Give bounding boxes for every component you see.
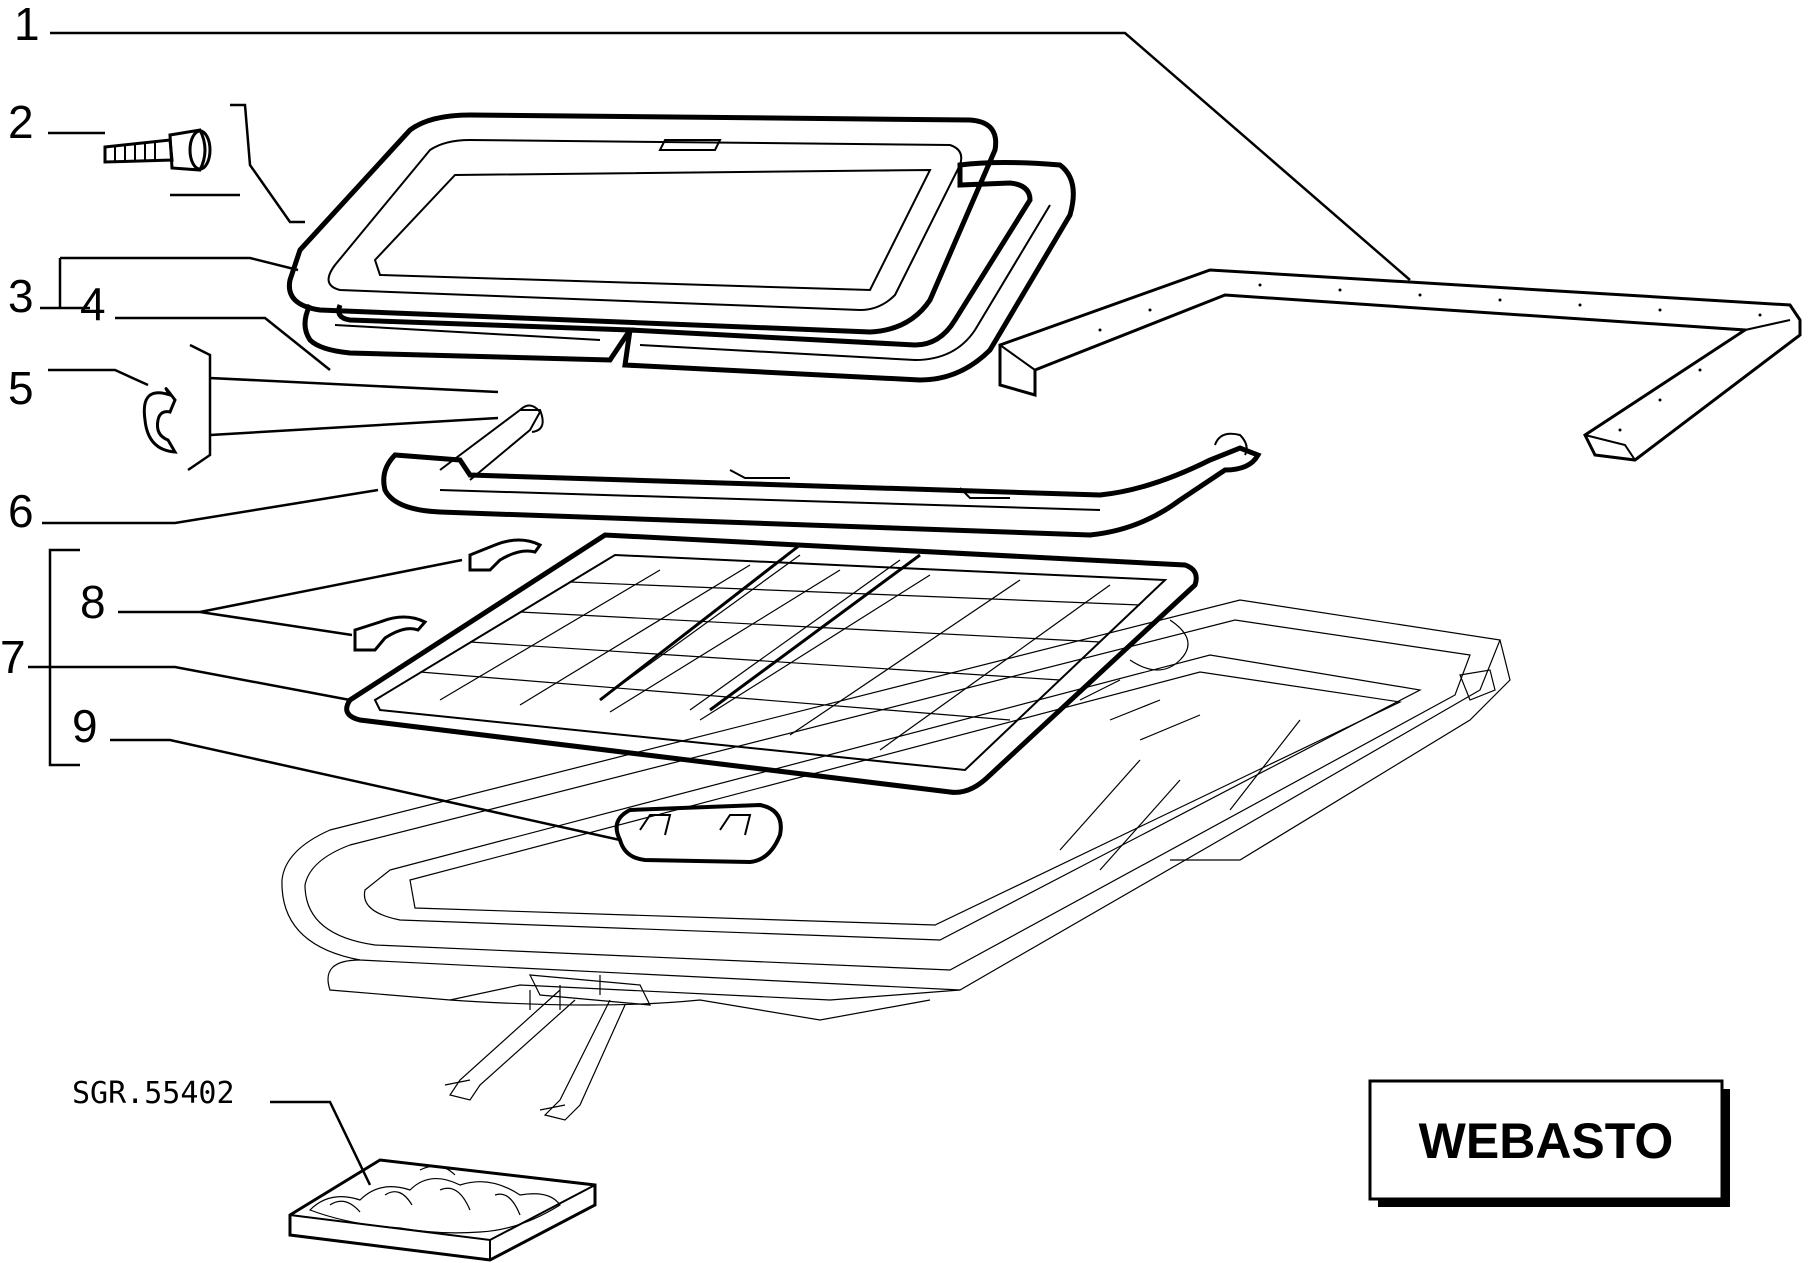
brand-label: WEBASTO [1419, 1113, 1674, 1169]
glass-panel [286, 112, 999, 335]
detail-sketch [288, 1158, 597, 1262]
deflector-rail [381, 404, 1262, 538]
bracket-2 [170, 103, 305, 224]
bracket-5 [187, 343, 499, 472]
callout-5: 5 [8, 362, 34, 414]
lower-mechanism [444, 974, 652, 1121]
sunshade-mesh-panel [344, 532, 1199, 795]
leader-8 [118, 558, 463, 637]
foam-frame-seal [998, 268, 1802, 462]
handle [614, 802, 783, 865]
glass-seal [302, 160, 1076, 383]
callout-9: 9 [72, 700, 98, 752]
callout-4: 4 [80, 278, 106, 330]
leader-7 [28, 665, 351, 702]
callout-6: 6 [8, 485, 34, 537]
leader-3 [40, 256, 299, 310]
leader-lines [28, 31, 1411, 1186]
leader-9 [110, 738, 621, 842]
leader-1 [50, 31, 1411, 281]
clips [353, 538, 543, 652]
callout-2: 2 [8, 96, 34, 148]
roof-frame-housing [281, 599, 1511, 1021]
callout-1: 1 [14, 0, 40, 50]
leader-6 [42, 488, 379, 525]
callout-7: 7 [0, 631, 26, 683]
bracket-7 [48, 548, 80, 767]
callout-3: 3 [8, 270, 34, 322]
leader-5 [48, 368, 149, 387]
leader-4 [115, 316, 331, 371]
callout-8: 8 [80, 576, 106, 628]
e-clip [142, 387, 178, 454]
reference-code: SGR.55402 [72, 1076, 235, 1111]
leader-ref [270, 1100, 372, 1186]
brand-box: WEBASTO [1368, 1079, 1730, 1207]
screw [103, 128, 212, 172]
